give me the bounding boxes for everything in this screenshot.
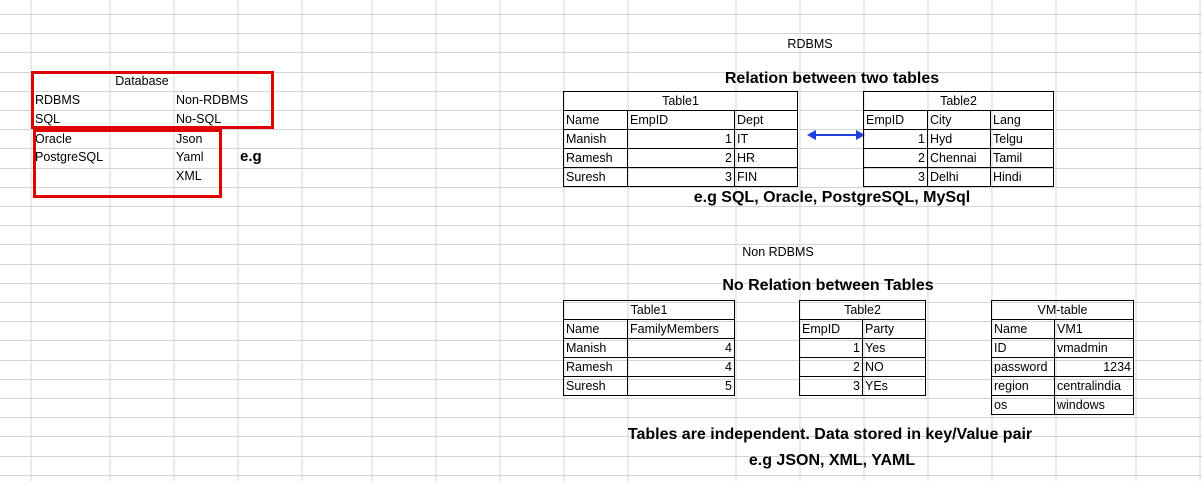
rdbms-examples[interactable]: e.g SQL, Oracle, PostgreSQL, MySql [693, 189, 971, 206]
table-cell[interactable]: 4 [627, 338, 735, 358]
key-cell[interactable]: region [991, 376, 1055, 396]
table-cell[interactable]: Hindi [990, 167, 1054, 187]
header-cell[interactable]: Dept [734, 110, 798, 130]
rdbms-cell[interactable]: RDBMS [35, 93, 81, 107]
non-rdbms-note[interactable]: Tables are independent. Data stored in k… [627, 426, 1033, 443]
value-cell[interactable]: windows [1054, 395, 1134, 415]
table-caption[interactable]: VM-table [991, 300, 1134, 320]
non-rdbms-table2: Table2 EmpID Party 1 Yes 2 NO 3 YEs [799, 300, 926, 396]
rdbms-table1: Table1 Name EmpID Dept Manish 1 IT Rames… [563, 91, 798, 187]
header-cell[interactable]: EmpID [627, 110, 735, 130]
value-cell[interactable]: centralindia [1054, 376, 1134, 396]
table-cell[interactable]: 4 [627, 357, 735, 377]
relation-arrow-icon [807, 130, 865, 140]
table-cell[interactable]: Ramesh [563, 148, 628, 168]
non-rdbms-section-label[interactable]: Non RDBMS [742, 245, 814, 259]
table-cell[interactable]: 1 [799, 338, 863, 358]
header-cell[interactable]: Name [563, 319, 628, 339]
table-cell[interactable]: 5 [627, 376, 735, 396]
category-highlight-box [31, 71, 274, 129]
key-cell[interactable]: password [991, 357, 1055, 377]
table-cell[interactable]: 1 [627, 129, 735, 149]
non-rdbms-table1: Table1 Name FamilyMembers Manish 4 Rames… [563, 300, 735, 396]
table-cell[interactable]: Hyd [927, 129, 991, 149]
vm-table: VM-table Name VM1 ID vmadmin password 12… [991, 300, 1134, 415]
table-cell[interactable]: Suresh [563, 376, 628, 396]
header-cell[interactable]: Name [563, 110, 628, 130]
table-cell[interactable]: 2 [627, 148, 735, 168]
rdbms-section-label[interactable]: RDBMS [787, 37, 833, 51]
value-cell[interactable]: VM1 [1054, 319, 1134, 339]
table-cell[interactable]: 3 [627, 167, 735, 187]
non-rdbms-title[interactable]: No Relation between Tables [722, 277, 934, 294]
table-cell[interactable]: 3 [799, 376, 863, 396]
table-cell[interactable]: Manish [563, 129, 628, 149]
table-cell[interactable]: IT [734, 129, 798, 149]
table-cell[interactable]: Chennai [927, 148, 991, 168]
key-cell[interactable]: Name [991, 319, 1055, 339]
table-cell[interactable]: Tamil [990, 148, 1054, 168]
table-cell[interactable]: Delhi [927, 167, 991, 187]
database-header[interactable]: Database [115, 74, 169, 88]
non-rdbms-cell[interactable]: Non-RDBMS [176, 93, 249, 107]
header-cell[interactable]: FamilyMembers [627, 319, 735, 339]
eg-label[interactable]: e.g [240, 148, 262, 165]
rdbms-table2: Table2 EmpID City Lang 1 Hyd Telgu 2 Che… [863, 91, 1054, 187]
table-cell[interactable]: 3 [863, 167, 928, 187]
key-cell[interactable]: os [991, 395, 1055, 415]
table-caption[interactable]: Table1 [563, 91, 798, 111]
table-cell[interactable]: Manish [563, 338, 628, 358]
table-caption[interactable]: Table1 [563, 300, 735, 320]
table-cell[interactable]: Ramesh [563, 357, 628, 377]
table-caption[interactable]: Table2 [799, 300, 926, 320]
table-caption[interactable]: Table2 [863, 91, 1054, 111]
yaml-cell[interactable]: Yaml [176, 150, 204, 164]
table-cell[interactable]: 1 [863, 129, 928, 149]
xml-cell[interactable]: XML [176, 169, 202, 183]
examples-highlight-box [33, 129, 222, 198]
sql-cell[interactable]: SQL [35, 112, 61, 126]
key-cell[interactable]: ID [991, 338, 1055, 358]
header-cell[interactable]: Party [862, 319, 926, 339]
json-cell[interactable]: Json [176, 132, 203, 146]
table-cell[interactable]: YEs [862, 376, 926, 396]
postgresql-cell[interactable]: PostgreSQL [35, 150, 104, 164]
table-cell[interactable]: Telgu [990, 129, 1054, 149]
table-cell[interactable]: FIN [734, 167, 798, 187]
non-rdbms-examples[interactable]: e.g JSON, XML, YAML [748, 452, 916, 469]
table-cell[interactable]: 2 [863, 148, 928, 168]
table-cell[interactable]: Suresh [563, 167, 628, 187]
table-cell[interactable]: 2 [799, 357, 863, 377]
header-cell[interactable]: Lang [990, 110, 1054, 130]
header-cell[interactable]: EmpID [863, 110, 928, 130]
no-sql-cell[interactable]: No-SQL [176, 112, 222, 126]
table-cell[interactable]: HR [734, 148, 798, 168]
header-cell[interactable]: City [927, 110, 991, 130]
oracle-cell[interactable]: Oracle [35, 132, 72, 146]
header-cell[interactable]: EmpID [799, 319, 863, 339]
rdbms-title[interactable]: Relation between two tables [724, 70, 940, 87]
value-cell[interactable]: vmadmin [1054, 338, 1134, 358]
value-cell[interactable]: 1234 [1054, 357, 1134, 377]
table-cell[interactable]: Yes [862, 338, 926, 358]
table-cell[interactable]: NO [862, 357, 926, 377]
